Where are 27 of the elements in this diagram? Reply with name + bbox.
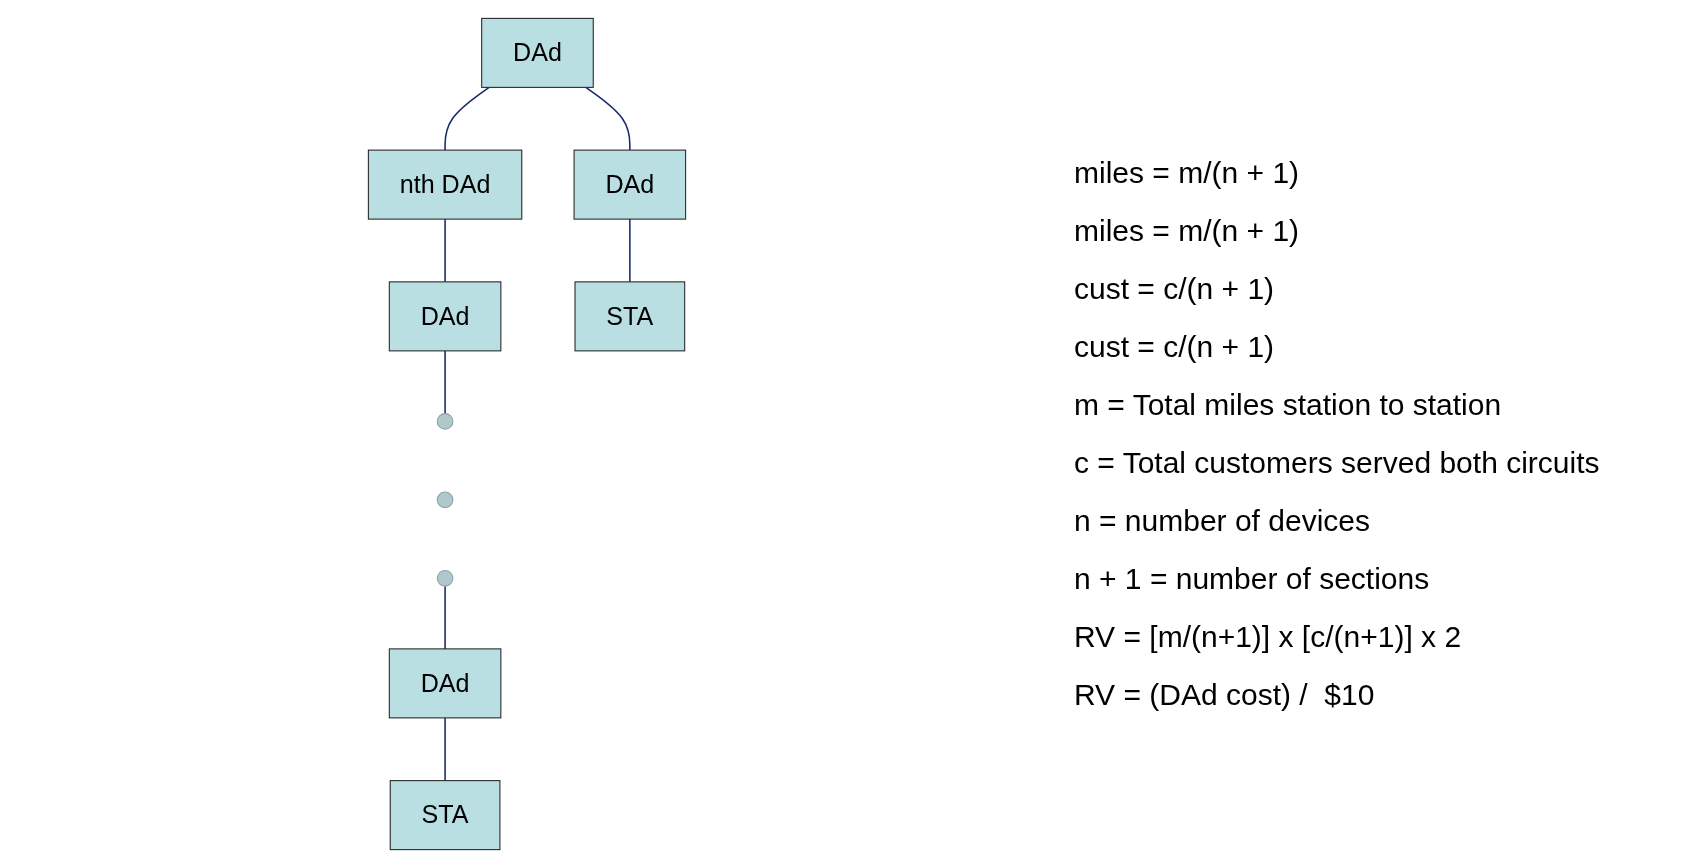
connector <box>444 585 446 650</box>
formula-text: cust = c/(n + 1) <box>1074 330 1276 364</box>
node-box: DAd <box>388 281 502 352</box>
node-box: DAd <box>481 17 594 88</box>
node-box: STA <box>574 281 686 352</box>
node-circle <box>436 413 454 430</box>
connector <box>444 717 446 782</box>
connector <box>585 86 631 151</box>
connector <box>444 86 490 151</box>
formula-text: miles = m/(n + 1) <box>1074 214 1301 248</box>
node-circle <box>436 569 454 587</box>
node-circle <box>436 491 454 509</box>
connector <box>444 218 446 283</box>
connector <box>629 218 631 283</box>
node-box: DAd <box>388 648 502 719</box>
formula-text: miles = m/(n + 1) <box>1074 156 1301 190</box>
formula-text: n = number of devices <box>1074 504 1371 538</box>
formula-text: RV = (DAd cost) / $10 <box>1074 678 1376 712</box>
formula-text: c = Total customers served both circuits <box>1074 446 1601 480</box>
node-box: nth DAd <box>367 149 523 220</box>
formula-text: n + 1 = number of sections <box>1074 562 1431 596</box>
formula-text: RV = [m/(n+1)] x [c/(n+1)] x 2 <box>1074 620 1463 654</box>
formula-text: cust = c/(n + 1) <box>1074 272 1276 306</box>
node-box: STA <box>389 780 501 851</box>
node-box: DAd <box>573 149 687 220</box>
formula-text: m = Total miles station to station <box>1074 388 1503 422</box>
connector <box>444 350 446 415</box>
